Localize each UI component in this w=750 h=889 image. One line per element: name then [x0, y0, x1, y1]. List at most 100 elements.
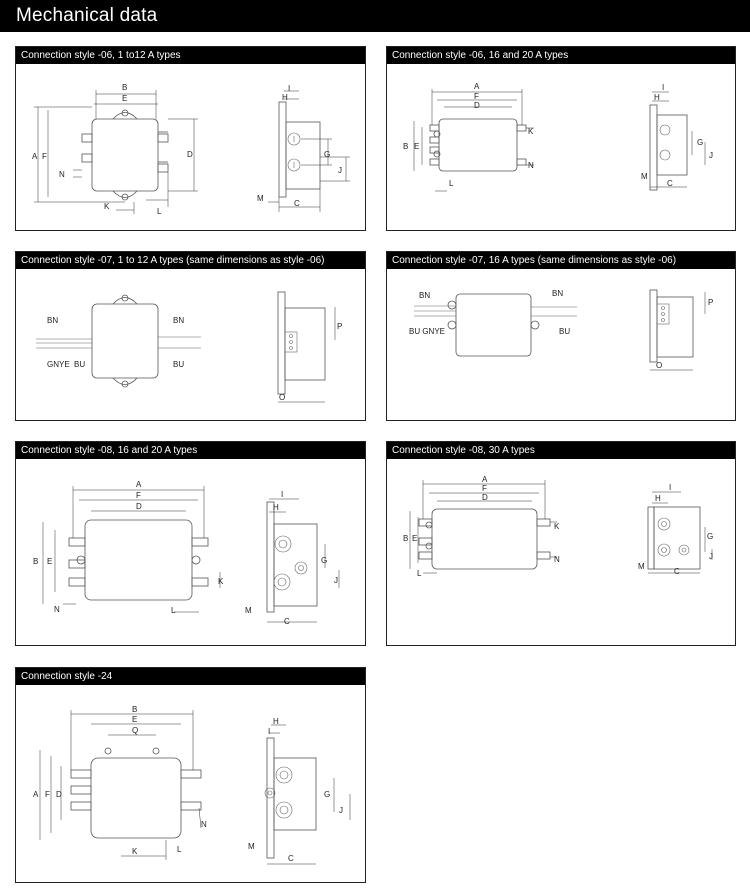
- dim-label-n: N: [554, 555, 560, 564]
- dim-label-k: K: [132, 847, 138, 856]
- dim-label-a: A: [136, 480, 142, 489]
- dim-label-h: H: [282, 93, 288, 102]
- dim-label-j: J: [339, 806, 343, 815]
- panel-style-08-30a: Connection style -08, 30 A types A F D B…: [386, 441, 736, 646]
- drawing-style-06-1-12a: B E A F D N K L I H G J M C: [32, 83, 350, 216]
- dim-label-c: C: [667, 179, 673, 188]
- dim-label-k: K: [218, 577, 224, 586]
- dim-label-j: J: [334, 576, 338, 585]
- panel-style-06-16-20a: Connection style -06, 16 and 20 A types …: [386, 46, 736, 231]
- panel-style-08-16-20a: Connection style -08, 16 and 20 A types …: [15, 441, 366, 646]
- dim-label-m: M: [638, 562, 645, 571]
- dim-label-m: M: [248, 842, 255, 851]
- dim-label-m: M: [257, 194, 264, 203]
- dim-label-o: O: [656, 361, 662, 370]
- panel-style-24: Connection style -24 B E Q A F D N K L H…: [15, 667, 366, 883]
- dim-label-p: P: [708, 298, 713, 307]
- dim-label-b: B: [122, 83, 127, 92]
- dim-label-f: F: [482, 484, 487, 493]
- dim-label-k: K: [554, 522, 560, 531]
- dim-label-k: K: [528, 127, 534, 136]
- dim-label-e: E: [122, 94, 127, 103]
- dim-label-a: A: [474, 82, 480, 91]
- wire-label-bn-left: BN: [47, 316, 58, 325]
- dim-label-l: L: [449, 179, 454, 188]
- dim-label-f: F: [45, 790, 50, 799]
- drawing-style-08-30a: A F D B E K N L I H G J M C: [403, 475, 713, 578]
- dim-label-h: H: [273, 717, 279, 726]
- dim-label-i: I: [662, 83, 664, 92]
- dim-label-a: A: [33, 790, 39, 799]
- panel-title: Connection style -06, 1 to12 A types: [16, 47, 365, 64]
- dim-label-n: N: [201, 820, 207, 829]
- dim-label-l: L: [417, 569, 422, 578]
- dim-label-i: I: [281, 490, 283, 499]
- panel-title: Connection style -07, 1 to 12 A types (s…: [16, 252, 365, 269]
- drawing-style-07-16a: BN BN BU GNYE BU P O: [409, 289, 713, 371]
- dim-label-b: B: [132, 705, 137, 714]
- dim-label-d: D: [474, 101, 480, 110]
- dim-label-n: N: [54, 605, 60, 614]
- panel-style-06-1-12a: Connection style -06, 1 to12 A types B E…: [15, 46, 366, 231]
- dim-label-d: D: [56, 790, 62, 799]
- dim-label-b: B: [403, 142, 408, 151]
- dim-label-i: I: [669, 483, 671, 492]
- dim-label-c: C: [288, 854, 294, 863]
- wire-label-bu-left: BU: [74, 360, 85, 369]
- page-title: Mechanical data: [16, 5, 158, 26]
- dim-label-j: J: [709, 151, 713, 160]
- dim-label-f: F: [474, 92, 479, 101]
- dim-label-e: E: [132, 715, 137, 724]
- dim-label-m: M: [641, 172, 648, 181]
- panel-title: Connection style -07, 16 A types (same d…: [387, 252, 735, 269]
- dim-label-e: E: [414, 142, 419, 151]
- panel-style-07-16a: Connection style -07, 16 A types (same d…: [386, 251, 736, 421]
- dim-label-l: L: [177, 845, 182, 854]
- dim-label-c: C: [284, 617, 290, 626]
- panel-title: Connection style -08, 30 A types: [387, 442, 735, 459]
- dim-label-g: G: [697, 138, 703, 147]
- dim-label-h: H: [654, 93, 660, 102]
- dim-label-g: G: [324, 150, 330, 159]
- wire-label-gnye: GNYE: [47, 360, 70, 369]
- dim-label-i: I: [288, 84, 290, 93]
- wire-label-bn-right: BN: [552, 289, 563, 298]
- page-title-bar: Mechanical data: [0, 0, 750, 32]
- wire-label-bu-right: BU: [559, 327, 570, 336]
- dim-label-m: M: [245, 606, 252, 615]
- panel-title: Connection style -06, 16 and 20 A types: [387, 47, 735, 64]
- dim-label-p: P: [337, 322, 342, 331]
- dim-label-d: D: [482, 493, 488, 502]
- dim-label-h: H: [655, 494, 661, 503]
- dim-label-d: D: [136, 502, 142, 511]
- dim-label-h: H: [273, 503, 279, 512]
- dim-label-e: E: [412, 534, 417, 543]
- dim-label-g: G: [707, 532, 713, 541]
- drawing-style-08-16-20a: A F D B E K N L I H G J M C: [33, 480, 340, 626]
- drawing-style-24: B E Q A F D N K L H I G J M C: [33, 705, 351, 865]
- dim-label-n: N: [59, 170, 65, 179]
- dim-label-q: Q: [132, 726, 138, 735]
- dim-label-a: A: [32, 152, 38, 161]
- dim-label-k: K: [104, 202, 110, 211]
- dim-label-i: I: [268, 727, 270, 736]
- dim-label-n: N: [528, 161, 534, 170]
- drawing-style-06-16-20a: A F D B E K N L I H G J M C: [403, 82, 713, 192]
- wire-label-bu-right: BU: [173, 360, 184, 369]
- dim-label-g: G: [324, 790, 330, 799]
- dim-label-c: C: [294, 199, 300, 208]
- dim-label-c: C: [674, 567, 680, 576]
- dim-label-b: B: [403, 534, 408, 543]
- dim-label-o: O: [279, 393, 285, 402]
- dim-label-f: F: [42, 152, 47, 161]
- wire-label-bn-right: BN: [173, 316, 184, 325]
- dim-label-l: L: [157, 207, 162, 216]
- dim-label-b: B: [33, 557, 38, 566]
- panel-title: Connection style -08, 16 and 20 A types: [16, 442, 365, 459]
- dim-label-j: J: [338, 166, 342, 175]
- dim-label-e: E: [47, 557, 52, 566]
- dim-label-d: D: [187, 150, 193, 159]
- wire-label-bu-gnye: BU GNYE: [409, 327, 445, 336]
- dim-label-f: F: [136, 491, 141, 500]
- drawing-style-07-1-12a: BN BN GNYE BU BU P O: [36, 291, 342, 403]
